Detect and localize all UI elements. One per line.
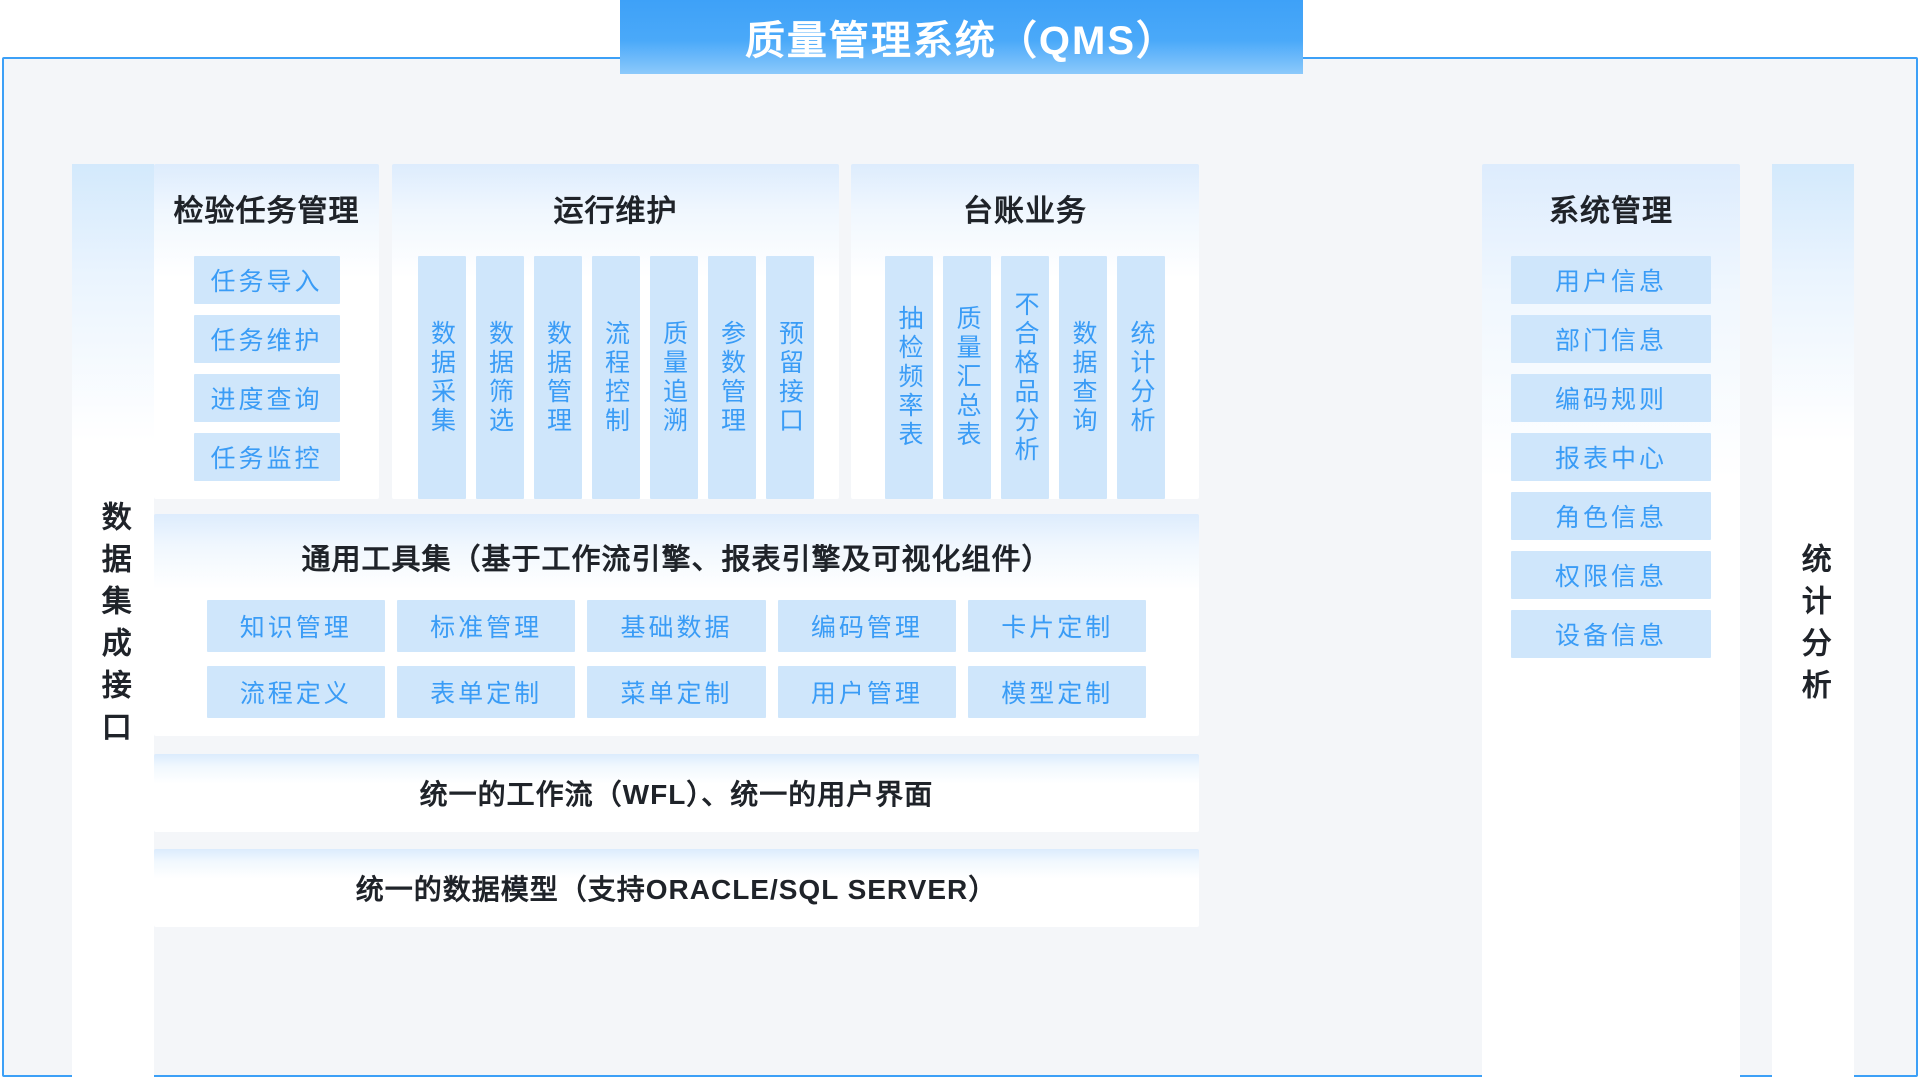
chip-user-info[interactable]: 用户信息 [1511, 256, 1711, 304]
panel-ledger-business: 台账业务 抽检频率表 质量汇总表 不合格品分析 数据查询 统计分析 [851, 164, 1199, 499]
chip-reserved-interface[interactable]: 预留接口 [765, 256, 814, 499]
chip-coding-management[interactable]: 编码管理 [777, 600, 957, 652]
chip-sampling-frequency-table[interactable]: 抽检频率表 [885, 256, 933, 499]
chip-nonconforming-product-analysis[interactable]: 不合格品分析 [1001, 256, 1049, 499]
chip-coding-rules[interactable]: 编码规则 [1511, 374, 1711, 422]
panel-inspection-task-management: 检验任务管理 任务导入 任务维护 进度查询 任务监控 [154, 164, 379, 499]
chip-label: 质量汇总表 [953, 305, 981, 450]
chip-task-import[interactable]: 任务导入 [193, 256, 340, 304]
chip-list-operation-maintenance: 数据采集 数据筛选 数据管理 流程控制 质量追溯 参数管理 预留接口 [392, 256, 839, 499]
chip-model-customization[interactable]: 模型定制 [968, 666, 1147, 718]
chip-menu-customization[interactable]: 菜单定制 [587, 666, 766, 718]
chip-standard-management[interactable]: 标准管理 [396, 600, 576, 652]
chip-list-inspection-task-management: 任务导入 任务维护 进度查询 任务监控 [154, 256, 379, 481]
chip-form-customization[interactable]: 表单定制 [396, 666, 576, 718]
chip-label: 预留接口 [775, 319, 804, 436]
chip-list-system-management: 用户信息 部门信息 编码规则 报表中心 角色信息 权限信息 设备信息 [1482, 256, 1740, 658]
chip-data-filtering[interactable]: 数据筛选 [475, 256, 524, 499]
chip-label: 流程控制 [601, 319, 630, 436]
chip-list-ledger-business: 抽检频率表 质量汇总表 不合格品分析 数据查询 统计分析 [851, 256, 1199, 499]
chip-user-management[interactable]: 用户管理 [777, 666, 957, 718]
page-title: 质量管理系统（QMS） [744, 19, 1179, 63]
chip-task-maintenance[interactable]: 任务维护 [193, 315, 340, 363]
chip-grid-common-toolset: 知识管理 标准管理 基础数据 编码管理 卡片定制 流程定义 表单定制 菜单定制 … [206, 600, 1147, 718]
chip-label: 质量追溯 [659, 319, 688, 436]
chip-statistical-analysis[interactable]: 统计分析 [1117, 256, 1165, 499]
chip-label: 数据筛选 [485, 319, 514, 436]
system-title-banner: 质量管理系统（QMS） [620, 0, 1303, 74]
chip-data-management[interactable]: 数据管理 [533, 256, 582, 499]
chip-basic-data[interactable]: 基础数据 [587, 600, 766, 652]
left-rail-label: 数据集成接口 [96, 500, 130, 753]
chip-progress-query[interactable]: 进度查询 [193, 374, 340, 422]
chip-data-collection[interactable]: 数据采集 [417, 256, 466, 499]
chip-department-info[interactable]: 部门信息 [1511, 315, 1711, 363]
chip-task-monitoring[interactable]: 任务监控 [193, 433, 340, 481]
panel-common-toolset: 通用工具集（基于工作流引擎、报表引擎及可视化组件） 知识管理 标准管理 基础数据… [154, 514, 1199, 736]
chip-role-info[interactable]: 角色信息 [1511, 492, 1711, 540]
right-rail-statistical-analysis: 统计分析 [1772, 164, 1854, 1089]
right-rail-label: 统计分析 [1796, 542, 1830, 711]
chip-card-customization[interactable]: 卡片定制 [968, 600, 1147, 652]
chip-label: 数据查询 [1069, 319, 1097, 436]
chip-label: 统计分析 [1127, 319, 1155, 436]
panel-title-inspection-task-management: 检验任务管理 [173, 195, 360, 228]
chip-permission-info[interactable]: 权限信息 [1511, 551, 1711, 599]
architecture-diagram-frame: 数据集成接口 统计分析 检验任务管理 任务导入 任务维护 进度查询 任务监控 运… [2, 57, 1918, 1089]
panel-title-common-toolset: 通用工具集（基于工作流引擎、报表引擎及可视化组件） [301, 544, 1052, 576]
chip-label: 数据采集 [427, 319, 456, 436]
chip-knowledge-management[interactable]: 知识管理 [206, 600, 385, 652]
chip-label: 不合格品分析 [1011, 290, 1039, 465]
chip-process-definition[interactable]: 流程定义 [206, 666, 385, 718]
chip-parameter-management[interactable]: 参数管理 [707, 256, 756, 499]
chip-label: 抽检频率表 [895, 305, 923, 450]
panel-title-system-management: 系统管理 [1549, 195, 1673, 228]
panel-title-ledger-business: 台账业务 [963, 195, 1087, 228]
chip-quality-traceability[interactable]: 质量追溯 [649, 256, 698, 499]
chip-quality-summary-table[interactable]: 质量汇总表 [943, 256, 991, 499]
bar-unified-workflow-ui: 统一的工作流（WFL）、统一的用户界面 [154, 754, 1199, 832]
chip-label: 数据管理 [543, 319, 572, 436]
chip-label: 参数管理 [717, 319, 746, 436]
left-rail-data-integration-interface: 数据集成接口 [72, 164, 154, 1089]
chip-report-center[interactable]: 报表中心 [1511, 433, 1711, 481]
chip-process-control[interactable]: 流程控制 [591, 256, 640, 499]
bar-unified-data-model: 统一的数据模型（支持ORACLE/SQL SERVER） [154, 849, 1199, 927]
panel-system-management: 系统管理 用户信息 部门信息 编码规则 报表中心 角色信息 权限信息 设备信息 [1482, 164, 1740, 1089]
bar-label-unified-data-model: 统一的数据模型（支持ORACLE/SQL SERVER） [355, 874, 998, 905]
bar-label-unified-workflow-ui: 统一的工作流（WFL）、统一的用户界面 [419, 779, 934, 810]
chip-data-query[interactable]: 数据查询 [1059, 256, 1107, 499]
panel-operation-maintenance: 运行维护 数据采集 数据筛选 数据管理 流程控制 质量追溯 参数管理 预留接口 [392, 164, 839, 499]
chip-device-info[interactable]: 设备信息 [1511, 610, 1711, 658]
panel-title-operation-maintenance: 运行维护 [553, 195, 678, 228]
